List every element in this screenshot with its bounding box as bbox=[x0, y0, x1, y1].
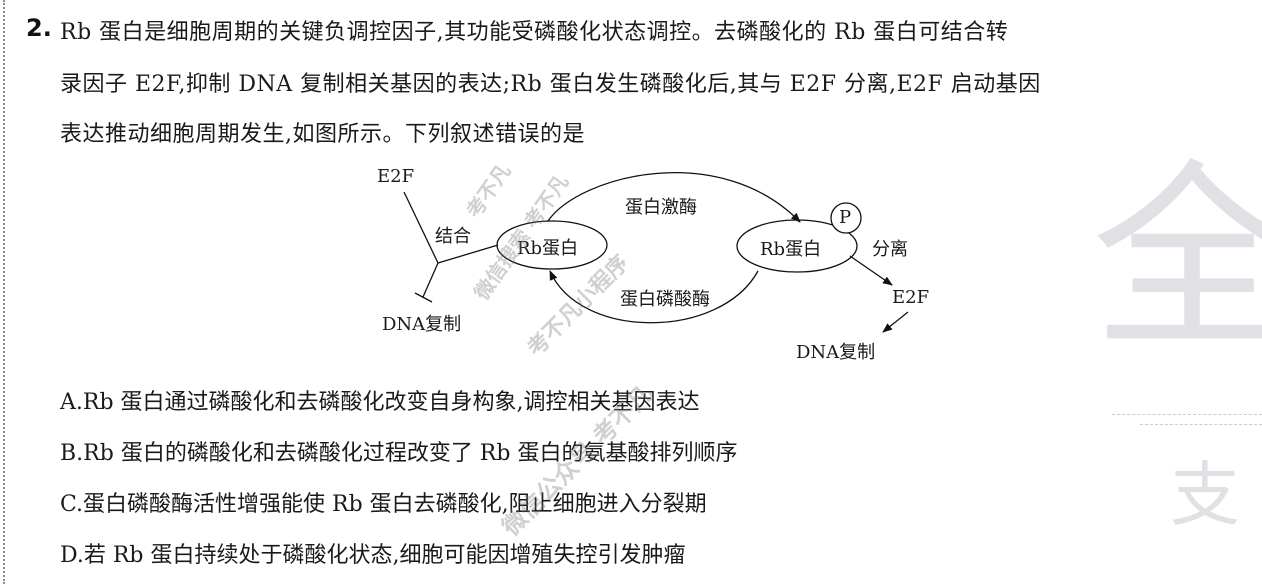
diagram-dna-right: DNA复制 bbox=[796, 342, 876, 363]
option-a-text: Rb 蛋白通过磷酸化和去磷酸化改变自身构象,调控相关基因表达 bbox=[82, 390, 700, 415]
diagram-dna-left: DNA复制 bbox=[382, 314, 462, 335]
option-a: A.Rb 蛋白通过磷酸化和去磷酸化改变自身构象,调控相关基因表达 bbox=[60, 384, 700, 416]
side-brush-glyph-top: 全 bbox=[1092, 143, 1262, 376]
side-divider-line-2 bbox=[1140, 424, 1262, 425]
option-d: D.若 Rb 蛋白持续处于磷酸化状态,细胞可能因增殖失控引发肿瘤 bbox=[60, 537, 686, 569]
option-d-letter: D. bbox=[60, 543, 84, 568]
diagram-rb-right: Rb蛋白 bbox=[760, 239, 822, 260]
question-number: 2. bbox=[26, 14, 52, 42]
option-c-letter: C. bbox=[60, 492, 84, 517]
option-b-letter: B. bbox=[60, 441, 84, 466]
option-a-letter: A. bbox=[60, 390, 83, 415]
diagram-bind-label: 结合 bbox=[435, 226, 471, 247]
option-b: B.Rb 蛋白的磷酸化和去磷酸化过程改变了 Rb 蛋白的氨基酸排列顺序 bbox=[60, 435, 737, 467]
rb-protein-diagram: E2F 结合 Rb蛋白 DNA复制 蛋白激酶 蛋白磷酸酶 P Rb蛋白 分离 E… bbox=[360, 150, 929, 370]
side-brush-glyph-bottom: 支 bbox=[1170, 454, 1240, 536]
question-stem-line-2: 录因子 E2F,抑制 DNA 复制相关基因的表达;Rb 蛋白发生磷酸化后,其与 … bbox=[60, 72, 1041, 97]
question-stem-line-3: 表达推动细胞周期发生,如图所示。下列叙述错误的是 bbox=[60, 122, 585, 147]
option-c-text: 蛋白磷酸酶活性增强能使 Rb 蛋白去磷酸化,阻止细胞进入分裂期 bbox=[83, 492, 707, 517]
option-d-text: 若 Rb 蛋白持续处于磷酸化状态,细胞可能因增殖失控引发肿瘤 bbox=[83, 543, 686, 568]
diagram-phosphatase-label: 蛋白磷酸酶 bbox=[620, 289, 710, 310]
question-stem-line-1: Rb 蛋白是细胞周期的关键负调控因子,其功能受磷酸化状态调控。去磷酸化的 Rb … bbox=[60, 20, 1009, 45]
diagram-phosphate-p: P bbox=[839, 207, 852, 228]
page-left-border bbox=[3, 0, 5, 584]
option-b-text: Rb 蛋白的磷酸化和去磷酸化过程改变了 Rb 蛋白的氨基酸排列顺序 bbox=[83, 441, 738, 466]
diagram-e2f-right: E2F bbox=[892, 287, 930, 308]
diagram-e2f-left: E2F bbox=[377, 166, 415, 187]
diagram-separate-label: 分离 bbox=[872, 239, 908, 260]
diagram-rb-left: Rb蛋白 bbox=[517, 238, 579, 259]
option-c: C.蛋白磷酸酶活性增强能使 Rb 蛋白去磷酸化,阻止细胞进入分裂期 bbox=[60, 486, 707, 518]
diagram-kinase-label: 蛋白激酶 bbox=[625, 197, 697, 218]
side-divider-line bbox=[1112, 414, 1262, 415]
diagram-lines bbox=[403, 172, 909, 333]
